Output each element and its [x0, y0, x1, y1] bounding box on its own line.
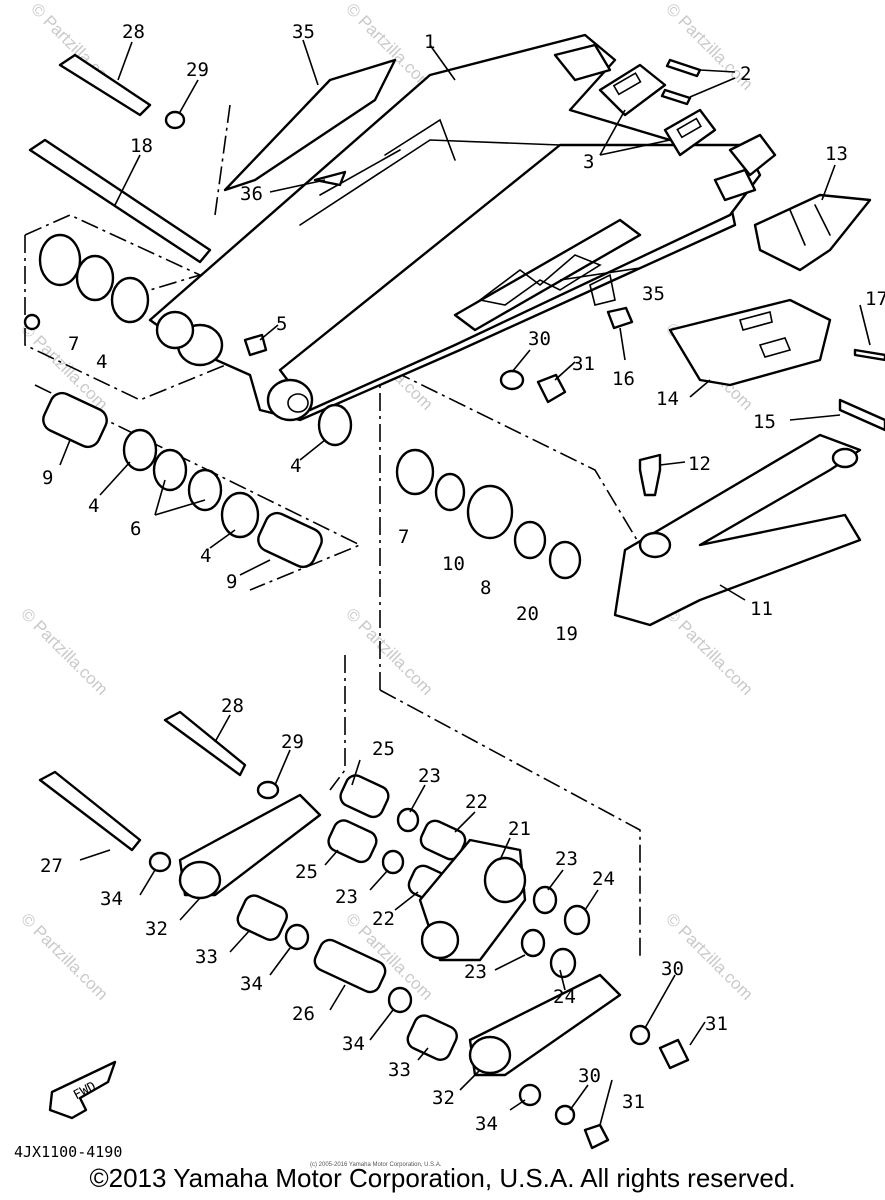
callout-7b: 7	[398, 526, 409, 548]
callout-3: 3	[583, 151, 594, 173]
callout-24: 24	[592, 868, 615, 890]
adjust-plates	[598, 58, 717, 157]
callout-33: 33	[195, 946, 218, 968]
callout-31: 31	[572, 353, 595, 375]
callout-29b: 29	[281, 731, 304, 753]
callout-35b: 35	[642, 283, 665, 305]
callout-20: 20	[516, 603, 539, 625]
callout-1: 1	[424, 31, 435, 53]
bolt	[58, 53, 152, 117]
callout-2: 2	[740, 63, 751, 85]
linkage-assembly	[38, 710, 690, 1150]
callout-23d: 23	[464, 961, 487, 983]
nut	[606, 306, 634, 330]
callout-4b: 4	[88, 495, 99, 517]
washer	[164, 110, 186, 130]
callout-35: 35	[292, 21, 315, 43]
bolt	[28, 138, 212, 264]
callout-23b: 23	[335, 886, 358, 908]
callout-34: 34	[100, 888, 123, 910]
callout-4d: 4	[290, 455, 301, 477]
callout-5: 5	[276, 313, 287, 335]
callout-32b: 32	[432, 1087, 455, 1109]
callout-22b: 22	[372, 908, 395, 930]
nut	[536, 373, 567, 404]
callout-10: 10	[442, 553, 465, 575]
callout-30b: 30	[578, 1065, 601, 1087]
swingarm	[148, 33, 777, 422]
callout-30c: 30	[661, 958, 684, 980]
watermark: © Partzilla.com	[662, 909, 756, 1003]
callout-34b: 34	[240, 973, 263, 995]
callout-4c: 4	[200, 545, 211, 567]
small-copyright: (c) 2005-2016 Yamaha Motor Corporation, …	[310, 1162, 442, 1168]
callout-22: 22	[465, 791, 488, 813]
callout-23c: 23	[555, 848, 578, 870]
callout-25: 25	[372, 738, 395, 760]
callout-29: 29	[186, 59, 209, 81]
callout-17: 17	[865, 288, 885, 310]
callout-4: 4	[96, 351, 107, 373]
watermark: © Partzilla.com	[662, 604, 756, 698]
callout-labels: 28 29 35 1 2 3 18 36 13 17 5 30 31 16 14…	[40, 21, 885, 1135]
brake-arm	[613, 433, 862, 627]
callout-11: 11	[750, 598, 773, 620]
callout-30: 30	[528, 328, 551, 350]
chain-guard-clip	[313, 170, 347, 187]
callout-31b: 31	[622, 1091, 645, 1113]
callout-13: 13	[825, 143, 848, 165]
callout-25b: 25	[295, 861, 318, 883]
callout-26: 26	[292, 1003, 315, 1025]
watermark: © Partzilla.com	[17, 604, 111, 698]
callout-6: 6	[130, 518, 141, 540]
callout-28b: 28	[221, 695, 244, 717]
callout-31c: 31	[705, 1013, 728, 1035]
chain-guard	[223, 58, 397, 192]
callout-8: 8	[480, 577, 491, 599]
copyright-notice: ©2013 Yamaha Motor Corporation, U.S.A. A…	[89, 1163, 796, 1193]
callout-15: 15	[753, 411, 776, 433]
bolt	[853, 348, 885, 362]
washer	[499, 369, 525, 391]
callout-7: 7	[68, 333, 79, 355]
callout-21: 21	[508, 818, 531, 840]
chain-slider	[753, 193, 872, 272]
callout-9b: 9	[226, 571, 237, 593]
callout-18: 18	[130, 135, 153, 157]
watermark: © Partzilla.com	[342, 604, 436, 698]
callout-16: 16	[612, 368, 635, 390]
fwd-arrow-icon: FWD	[48, 1060, 117, 1120]
callout-34d: 34	[475, 1113, 498, 1135]
bolt	[838, 398, 885, 432]
callout-27: 27	[40, 855, 63, 877]
roller-stack	[395, 448, 582, 580]
callout-34c: 34	[342, 1033, 365, 1055]
callout-14: 14	[656, 388, 679, 410]
bolt	[638, 453, 662, 497]
callout-36: 36	[240, 183, 263, 205]
callout-33b: 33	[388, 1059, 411, 1081]
callout-24b: 24	[553, 986, 576, 1008]
watermark: © Partzilla.com	[17, 909, 111, 1003]
callout-19: 19	[555, 623, 578, 645]
leader-lines	[59, 39, 871, 1126]
callout-32: 32	[145, 918, 168, 940]
pivot-bearings	[23, 233, 353, 569]
callout-23: 23	[418, 765, 441, 787]
callout-9: 9	[42, 467, 53, 489]
callout-12: 12	[688, 453, 711, 475]
chain-puller	[668, 298, 832, 387]
callout-28: 28	[122, 21, 145, 43]
diagram-code: 4JX1100-4190	[14, 1143, 123, 1161]
